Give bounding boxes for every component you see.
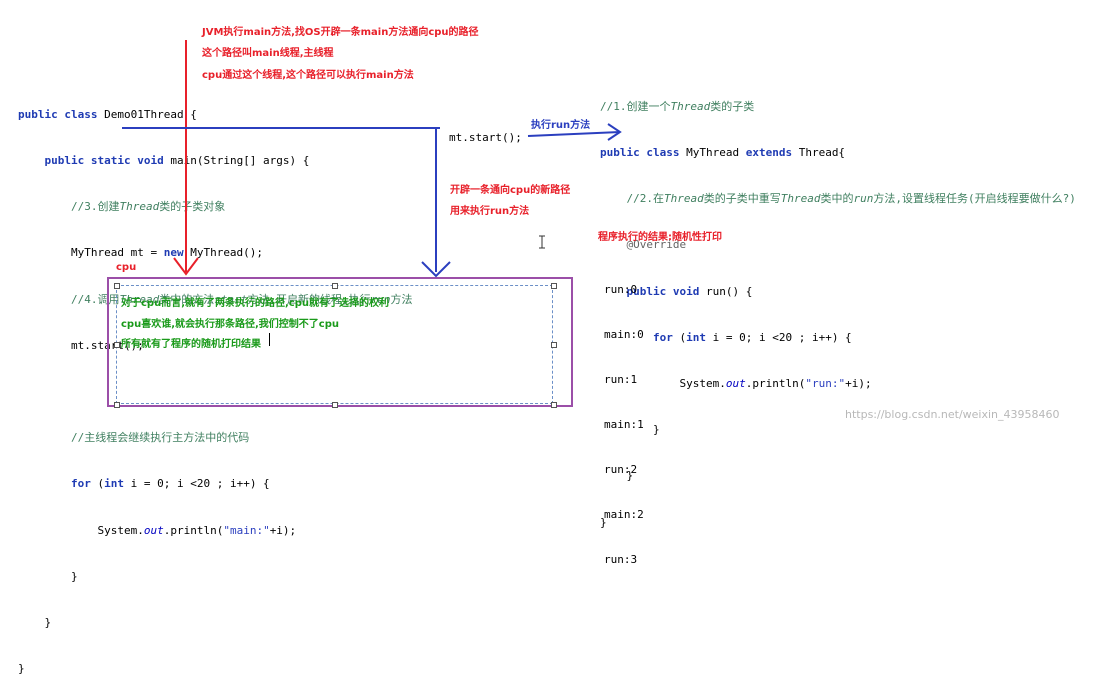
new-path-annotation-line1: 开辟一条通向cpu的新路径 [450,185,571,196]
output-line: run:0 [604,283,638,296]
output-line: main:1 [604,418,644,431]
output-line: run:2 [604,463,638,476]
class-name: Demo01Thread { [104,107,197,121]
main-thread-arrow [173,40,199,276]
output-line: run:3 [604,553,638,566]
jvm-annotation-line1: JVM执行main方法,找OS开辟一条main方法通向cpu的路径 [202,27,479,38]
cpu-text-line2: cpu喜欢谁,就会执行那条路径,我们控制不了cpu [121,319,340,330]
output-line: main:2 [604,508,644,521]
cpu-text-line1: 对于cpu而言,就有了两条执行的路径,cpu就有了选择的权利 [121,298,390,309]
new-path-annotation-line2: 用来执行run方法 [450,206,530,217]
cpu-text-line3: 所有就有了程序的随机打印结果 [121,339,261,350]
exec-run-label: 执行run方法 [531,120,591,131]
resize-handle[interactable] [114,402,120,408]
run-method-arrow [527,123,622,141]
arrows-layer [122,40,622,278]
output-line: run:1 [604,373,638,386]
cpu-box [107,277,573,407]
resize-handle[interactable] [551,342,557,348]
watermark: https://blog.csdn.net/weixin_43958460 [845,408,1060,421]
cpu-label: cpu [116,262,137,273]
output-line: main:0 [604,328,644,341]
result-title: 程序执行的结果:随机性打印 [598,232,722,243]
resize-handle[interactable] [551,402,557,408]
resize-handle[interactable] [551,283,557,289]
jvm-annotation-line2: 这个路径叫main线程,主线程 [202,48,334,59]
mythread-code: //1.创建一个Thread类的子类 public class MyThread… [600,99,1076,529]
resize-handle[interactable] [114,283,120,289]
mt-start-label: mt.start(); [449,131,522,144]
text-cursor [269,333,270,346]
jvm-annotation-line3: cpu通过这个线程,这个路径可以执行main方法 [202,70,414,81]
resize-handle[interactable] [114,342,120,348]
new-thread-arrow [122,127,451,278]
resize-handle[interactable] [332,402,338,408]
ibeam-cursor-icon [539,235,545,249]
resize-handle[interactable] [332,283,338,289]
